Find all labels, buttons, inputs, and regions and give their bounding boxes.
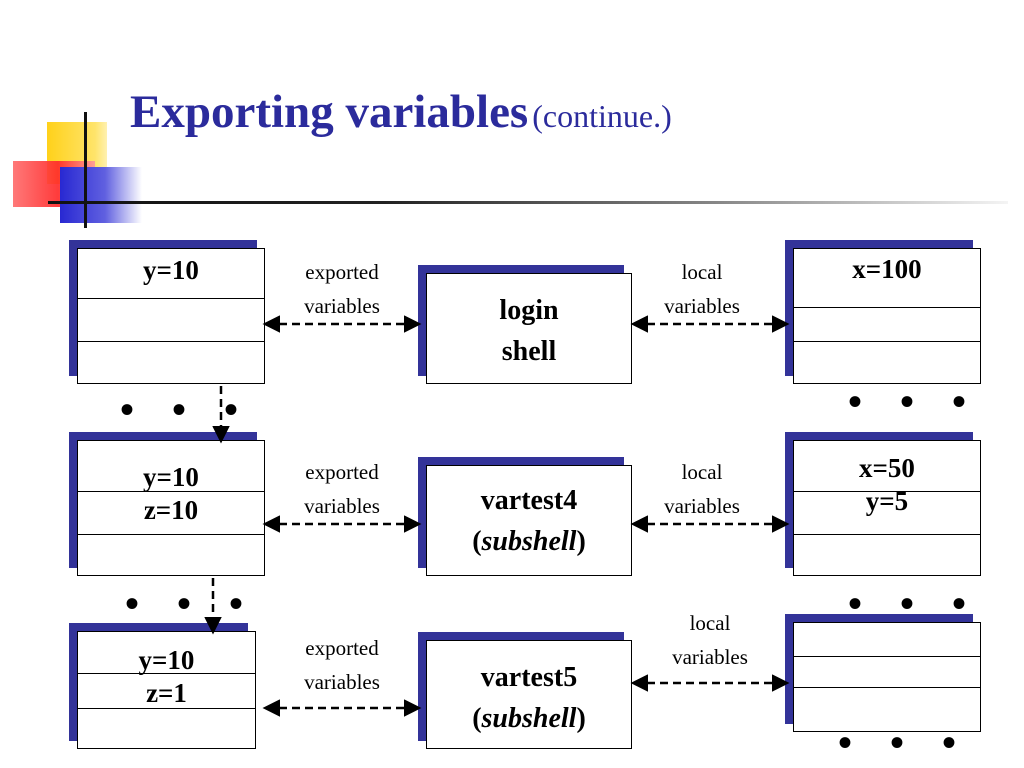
process-sub: subshell (481, 703, 577, 734)
logo-vertical-line (84, 112, 87, 228)
title-underline (48, 201, 1008, 204)
parent-env-box-3: y=10 z=1 (69, 623, 256, 749)
local-caption-1: local variables (664, 260, 740, 318)
process-sub: shell (501, 336, 557, 367)
parent-var: z=1 (146, 678, 187, 708)
exported-caption-2: exported variables (304, 460, 380, 518)
process-name: login (499, 295, 559, 326)
local-env-box-2: x=50 y=5 (785, 432, 981, 576)
parent-env-box-1: y=10 (69, 240, 265, 384)
process-sub: subshell (481, 526, 577, 557)
local-var: y=5 (865, 486, 909, 516)
slide-title: Exporting variables (continue.) (130, 85, 672, 139)
slide-title-suffix: (continue.) (532, 98, 672, 134)
parent-var: y=10 (143, 462, 199, 492)
logo-blue-bar (60, 167, 142, 223)
local-env-box-3 (785, 614, 981, 732)
exported-caption-1: exported variables (304, 260, 380, 318)
parent-var: z=10 (143, 495, 199, 525)
process-name: vartest5 (480, 662, 578, 693)
parent-var: y=10 (138, 645, 195, 675)
slide-title-main: Exporting variables (130, 86, 529, 138)
parent-var: y=10 (143, 255, 199, 285)
process-box-vartest4: vartest4 (subshell) (418, 457, 632, 576)
local-env-box-1: x=100 (785, 240, 981, 384)
local-caption-3: local variables (672, 611, 748, 669)
process-box-login-shell: login shell (418, 265, 632, 384)
parent-env-box-2: y=10 z=10 (69, 432, 265, 576)
process-name: vartest4 (480, 485, 578, 516)
process-box-vartest5: vartest5 (subshell) (418, 632, 632, 749)
local-var: x=50 (859, 453, 915, 483)
local-caption-2: local variables (664, 460, 740, 518)
local-var: x=100 (852, 254, 922, 284)
exported-caption-3: exported variables (304, 636, 380, 694)
